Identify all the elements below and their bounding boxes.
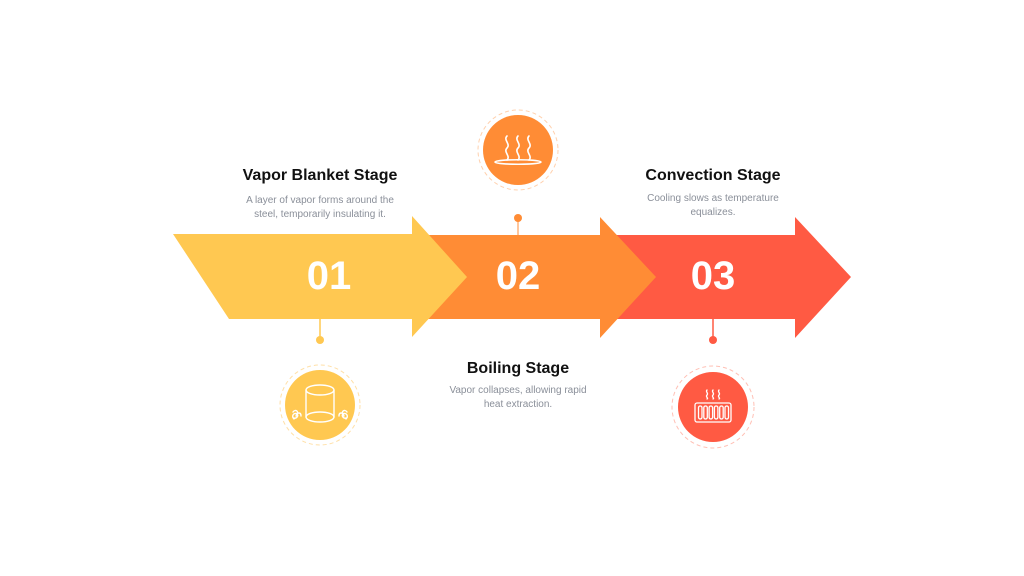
stage-1-description-line: A layer of vapor forms around the	[246, 195, 394, 206]
stage-2-description: Vapor collapses, allowing rapid heat ext…	[418, 384, 618, 412]
stage-2-connector	[514, 214, 522, 235]
stage-2-description-line: Vapor collapses, allowing rapid	[449, 385, 587, 396]
radiator-heater-icon	[671, 365, 755, 449]
vapor-cylinder-icon	[279, 364, 361, 446]
stage-1-title: Vapor Blanket Stage	[242, 167, 398, 184]
stage-1-connector	[316, 319, 324, 344]
stage-3-number: 03	[690, 254, 736, 298]
stage-3-connector	[709, 319, 717, 344]
stage-1-description-line: steel, temporarily insulating it.	[254, 209, 386, 220]
stage-1-description: A layer of vapor forms around the steel,…	[220, 194, 420, 222]
stage-3-arrow	[612, 217, 851, 338]
stage-1-number: 01	[306, 254, 352, 298]
steam-heat-icon	[477, 109, 559, 191]
stage-2-number: 02	[495, 254, 541, 298]
stage-2-description-line: heat extraction.	[483, 399, 553, 410]
stage-3-description: Cooling slows as temperature equalizes.	[613, 192, 813, 220]
stage-3-description-line: equalizes.	[690, 207, 736, 218]
stage-3-description-line: Cooling slows as temperature	[647, 193, 779, 204]
stage-1-arrow	[173, 216, 467, 337]
stage-2-arrow	[425, 217, 656, 338]
stage-2-title: Boiling Stage	[466, 360, 570, 377]
stage-3-title: Convection Stage	[645, 167, 781, 184]
